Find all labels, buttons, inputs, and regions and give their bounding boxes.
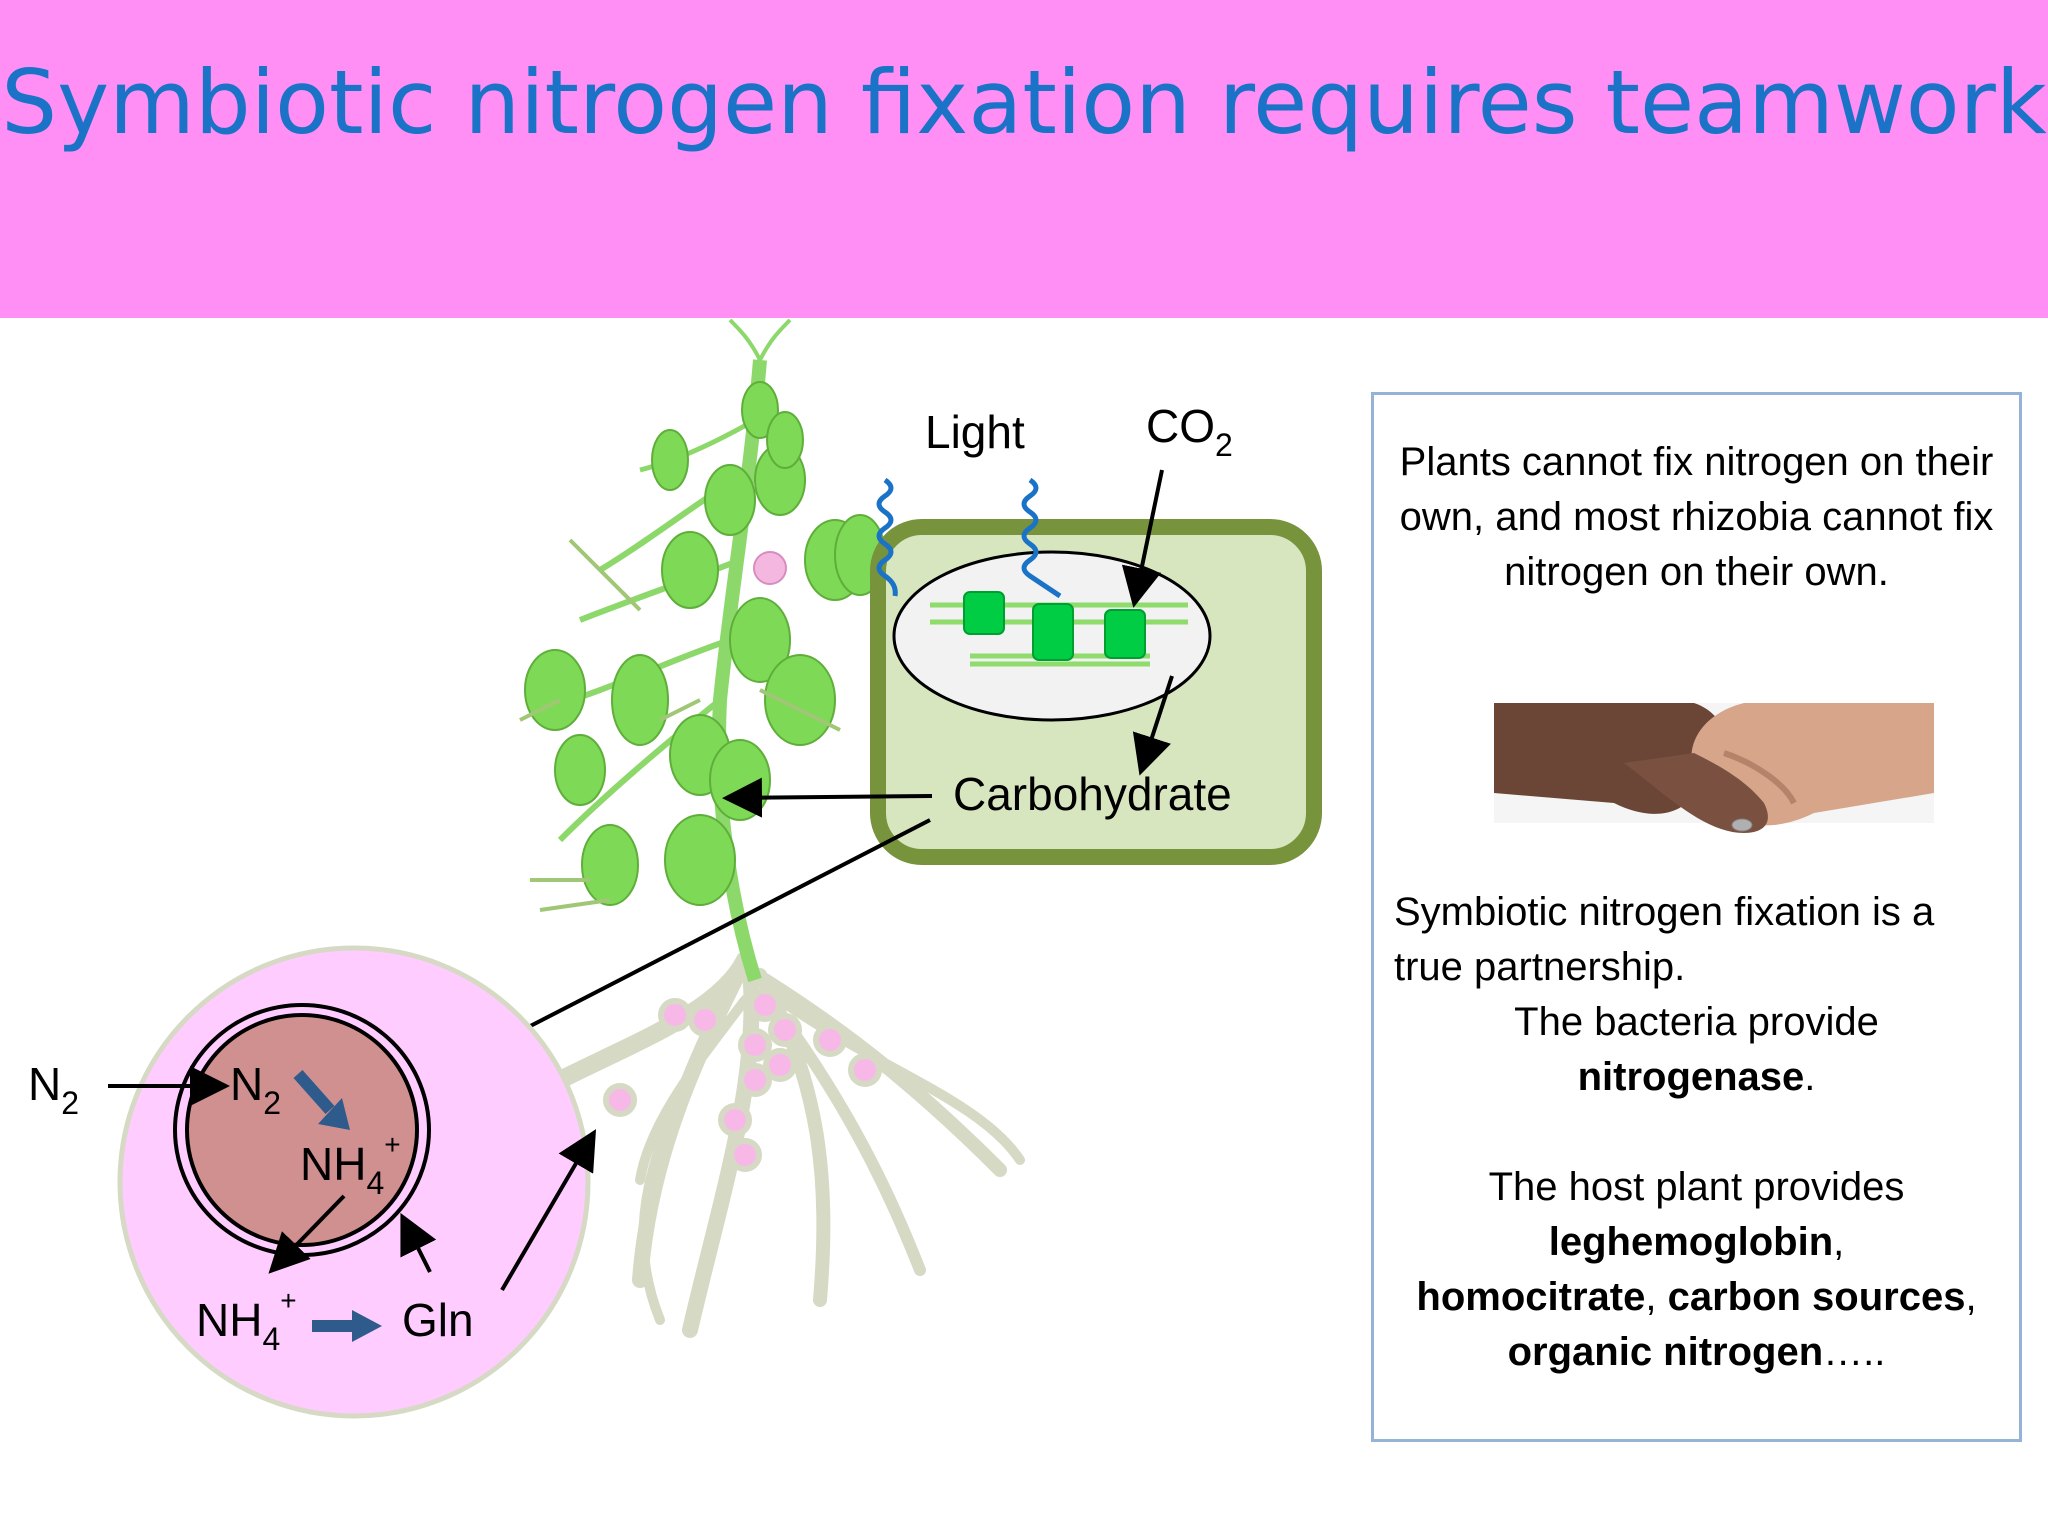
photosystems xyxy=(963,591,1146,661)
bacteria-provide-text: The bacteria provide xyxy=(1514,1000,1879,1044)
info-paragraph-2: Symbiotic nitrogen fixation is a true pa… xyxy=(1394,890,1935,989)
chloroplast-to-carbohydrate-arrow xyxy=(1132,675,1174,776)
page-title: Symbiotic nitrogen fixation requires tea… xyxy=(1,51,2047,154)
gln-label: Gln xyxy=(402,1294,474,1346)
nh4-inside-label: NH4+ xyxy=(300,1129,401,1201)
host-provides-text: The host plant provides xyxy=(1488,1165,1905,1209)
info-box: Plants cannot fix nitrogen on their own,… xyxy=(1371,392,2022,1442)
pea-plant xyxy=(519,318,886,983)
carbon-sources-term: carbon sources xyxy=(1667,1275,1966,1319)
fixation-arrow xyxy=(293,1070,350,1130)
title-band xyxy=(0,0,2048,318)
carbohydrate-to-shoot-arrow xyxy=(722,777,933,818)
handshake-image xyxy=(1494,703,1934,833)
assimilation-arrow xyxy=(312,1310,382,1342)
info-paragraph-1: Plants cannot fix nitrogen on their own,… xyxy=(1399,440,1994,594)
leghemoglobin-term: leghemoglobin xyxy=(1548,1220,1834,1264)
gln-to-plant-arrow xyxy=(500,1129,597,1292)
root-nodules xyxy=(603,988,882,1172)
gln-feedback-arrow xyxy=(400,1212,437,1273)
info-paragraph-3: The bacteria provide nitrogenase. xyxy=(1514,1000,1879,1099)
nitrogenase-term: nitrogenase xyxy=(1577,1055,1805,1099)
nh4-export-arrow xyxy=(268,1194,346,1274)
light-rays xyxy=(876,477,1062,599)
bacteroid xyxy=(185,1013,419,1247)
nodule-cell xyxy=(117,945,591,1419)
info-paragraph-4: The host plant provides leghemoglobin, h… xyxy=(1416,1165,1977,1374)
light-label: Light xyxy=(925,406,1025,458)
homocitrate-term: homocitrate xyxy=(1416,1275,1646,1319)
co2-arrow xyxy=(1121,469,1164,608)
carbohydrate-label: Carbohydrate xyxy=(953,768,1232,820)
organic-nitrogen-term: organic nitrogen xyxy=(1507,1330,1824,1374)
co2-label: CO2 xyxy=(1146,400,1233,463)
nh4-outside-label: NH4+ xyxy=(196,1285,297,1357)
leaf-cell xyxy=(870,519,1322,865)
n2-inside-label: N2 xyxy=(230,1058,281,1121)
n2-outside-label: N2 xyxy=(28,1058,79,1121)
